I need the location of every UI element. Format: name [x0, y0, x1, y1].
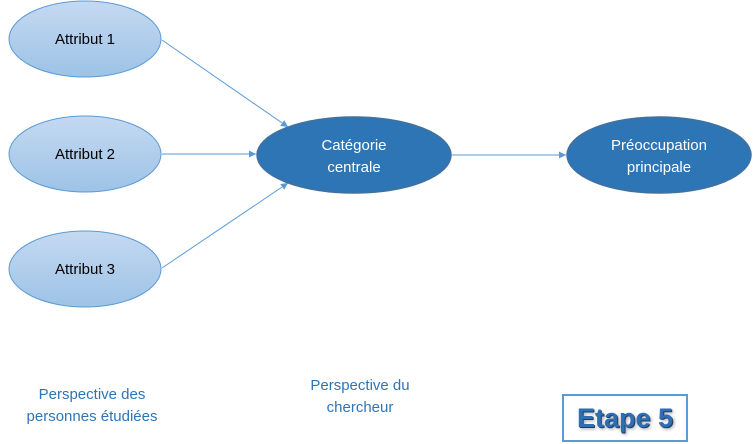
caption-researcher-perspective: Perspective du chercheur — [270, 375, 450, 419]
attribute-node: Attribut 1 — [8, 0, 162, 78]
main-concern-label-line1: Préoccupation — [611, 137, 707, 154]
central-category-label-line1: Catégorie — [321, 137, 386, 154]
caption-studied-line1: Perspective des — [38, 386, 146, 403]
arrow-attribut-1-to-central — [161, 39, 289, 128]
central-category-label-line2: centrale — [327, 159, 380, 176]
main-concern-label-line2: principale — [627, 159, 691, 176]
attribute-label: Attribut 1 — [55, 31, 115, 48]
central-category-ellipse — [256, 116, 452, 194]
step-label: Etape 5 — [576, 403, 674, 433]
attribute-ellipse — [8, 230, 162, 308]
central-category-node: Catégorie centrale — [256, 116, 452, 194]
step-badge: Etape 5 — [562, 394, 688, 442]
caption-researcher-line1: Perspective du — [310, 377, 410, 394]
attribute-label: Attribut 2 — [55, 146, 115, 163]
attribute-ellipse — [8, 115, 162, 193]
main-concern-ellipse — [566, 116, 752, 194]
attribute-node: Attribut 2 — [8, 115, 162, 193]
caption-researcher-line2: chercheur — [326, 399, 394, 416]
attribute-node: Attribut 3 — [8, 230, 162, 308]
caption-studied-line2: personnes étudiées — [26, 408, 158, 425]
attribute-label: Attribut 3 — [55, 261, 115, 278]
arrow-attribut-3-to-central — [161, 182, 289, 269]
caption-studied-perspective: Perspective des personnes étudiées — [2, 384, 182, 428]
main-concern-node: Préoccupation principale — [566, 116, 752, 194]
attribute-ellipse — [8, 0, 162, 78]
